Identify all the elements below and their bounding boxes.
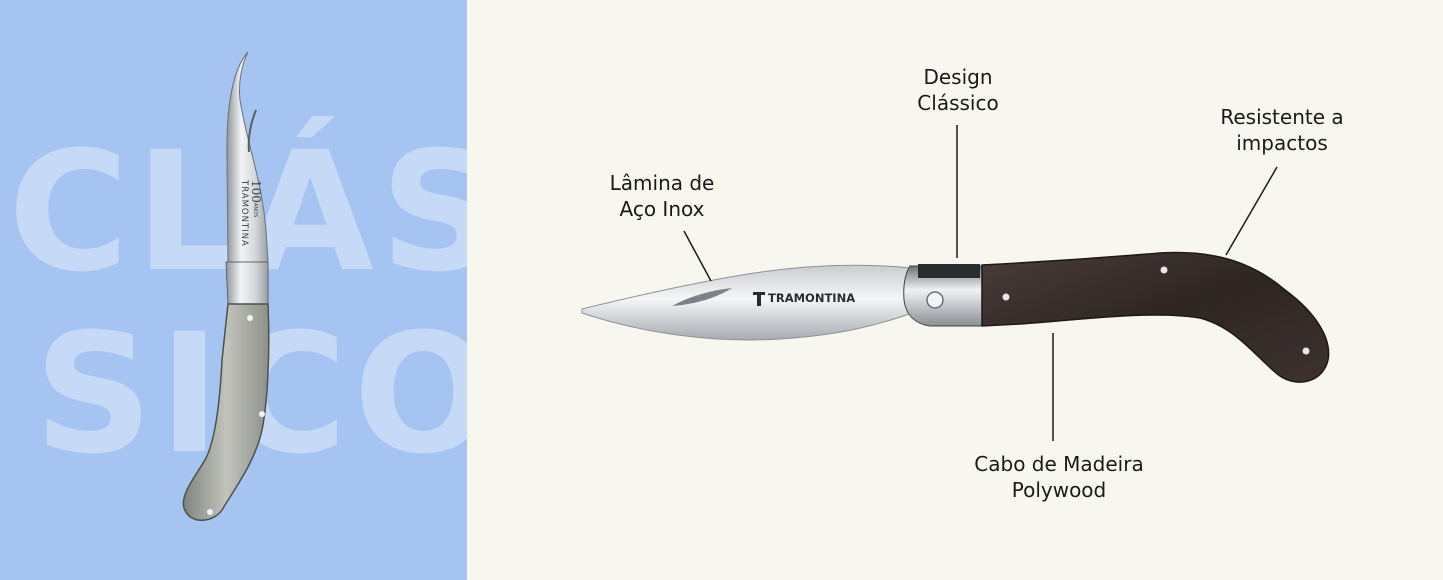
horizontal-knife-handle xyxy=(981,251,1330,383)
horizontal-knife: TRAMONTINA xyxy=(581,251,1330,383)
vertical-knife-brand: TRAMONTINA xyxy=(239,179,249,247)
horizontal-knife-rivet-right xyxy=(1302,347,1310,355)
horizontal-knife-brand-mark xyxy=(753,292,765,306)
horizontal-knife-rivet-left xyxy=(1002,293,1010,301)
horizontal-knife-bolster-band xyxy=(918,264,980,278)
vertical-knife: TRAMONTINA 100 ANOS xyxy=(182,51,270,521)
feature-label-handle-line2: Polywood xyxy=(1011,478,1107,502)
vertical-knife-anniversary: 100 xyxy=(249,180,263,203)
vertical-knife-handle xyxy=(182,303,270,521)
impact-callout-line xyxy=(1225,166,1278,256)
horizontal-knife-blade-groove xyxy=(672,288,732,306)
feature-label-design-line1: Design xyxy=(923,65,993,89)
feature-label-design: Design Clássico xyxy=(878,64,1038,116)
feature-label-blade-line1: Lâmina de xyxy=(609,171,715,195)
feature-label-impact: Resistente a impactos xyxy=(1200,104,1364,156)
vertical-knife-rivet-top xyxy=(247,315,253,321)
vertical-knife-rivet-bottom xyxy=(207,509,213,515)
vertical-knife-anniversary-unit: ANOS xyxy=(252,203,258,217)
vertical-knife-blade-groove xyxy=(247,109,257,153)
horizontal-knife-rivet-mid xyxy=(1160,266,1168,274)
blade-callout-line xyxy=(683,230,712,282)
feature-label-impact-line1: Resistente a xyxy=(1220,105,1344,129)
feature-label-handle: Cabo de Madeira Polywood xyxy=(950,451,1168,503)
feature-label-blade-line2: Aço Inox xyxy=(619,197,705,221)
vertical-knife-bolster xyxy=(225,261,269,305)
feature-label-design-line2: Clássico xyxy=(917,91,999,115)
vertical-knife-blade xyxy=(226,51,269,263)
horizontal-knife-bolster xyxy=(903,265,983,327)
feature-label-handle-line1: Cabo de Madeira xyxy=(974,452,1144,476)
horizontal-knife-brand: TRAMONTINA xyxy=(768,291,855,305)
horizontal-knife-blade xyxy=(581,264,916,341)
horizontal-knife-pivot xyxy=(926,291,944,309)
feature-label-blade: Lâmina de Aço Inox xyxy=(582,170,742,222)
feature-label-impact-line2: impactos xyxy=(1236,131,1328,155)
vertical-knife-rivet-mid xyxy=(259,411,265,417)
